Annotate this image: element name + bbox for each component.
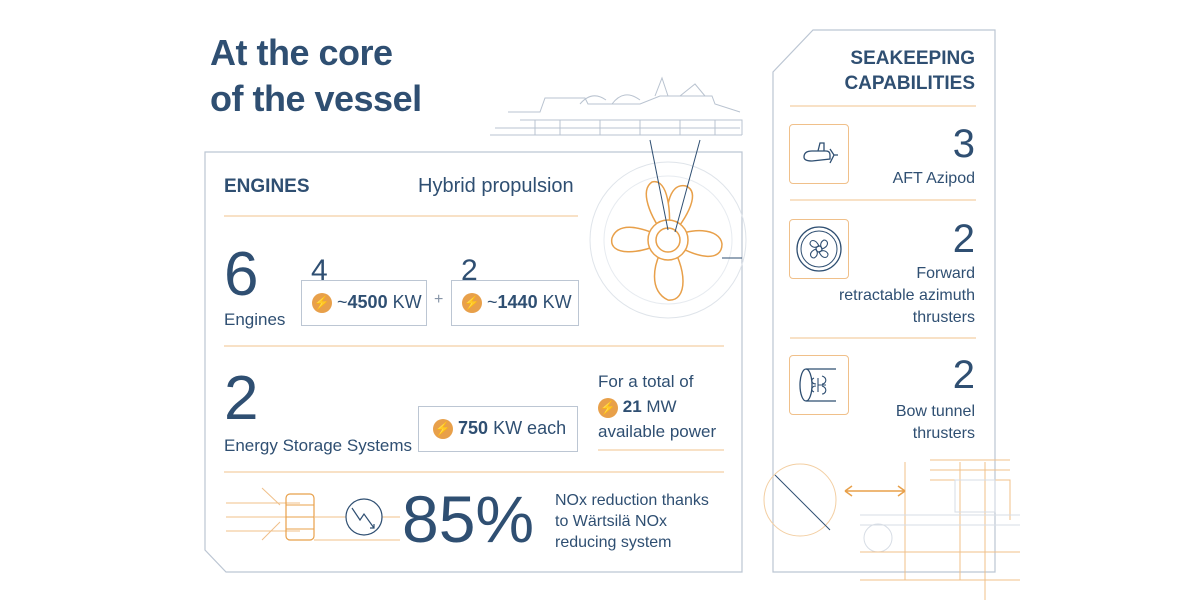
title-line-1: At the core (210, 32, 393, 73)
plus-sign: + (434, 291, 444, 308)
engine-group-2-box: ⚡ ~1440 KW (451, 280, 579, 326)
nox-system-art (226, 487, 400, 541)
seakeeping-item-2-number: 2 (952, 217, 975, 261)
nox-percent: 85% (402, 482, 535, 556)
seakeeping-heading-line-2: CAPABILITIES (844, 73, 975, 94)
seakeeping-item-2-label-line-1: Forward (916, 265, 975, 282)
storage-power-box: ⚡ 750 KW each (418, 406, 578, 452)
nox-description: NOx reduction thanks to Wärtsilä NOx red… (555, 490, 709, 553)
engine-group-2-approx: ~ (487, 292, 498, 312)
engine-group-2-count: 2 (461, 254, 478, 287)
ship-outline-art (490, 76, 743, 136)
azipod-icon (803, 142, 838, 164)
seakeeping-item-1-number: 3 (952, 122, 975, 166)
nox-line-3: reducing system (555, 534, 672, 551)
lightning-icon: ⚡ (462, 293, 482, 314)
lightning-icon: ⚡ (433, 419, 453, 440)
total-power-block: For a total of ⚡ 21 MW available power (598, 369, 716, 444)
storage-power: 750 (458, 418, 489, 438)
tunnel-thruster-icon-box (789, 355, 849, 415)
page-title: At the core of the vessel (210, 30, 422, 122)
nox-line-2: to Wärtsilä NOx (555, 513, 668, 530)
machinery-art (763, 459, 1020, 600)
total-line-1: For a total of (598, 372, 694, 391)
seakeeping-item-3-label: Bow tunnel thrusters (800, 401, 975, 445)
storage-label: Energy Storage Systems (224, 436, 413, 455)
nox-line-1: NOx reduction thanks (555, 492, 709, 509)
seakeeping-item-2-label: Forward retractable azimuth thrusters (800, 263, 975, 329)
lightning-icon: ⚡ (598, 397, 618, 418)
seakeeping-item-1-label: AFT Azipod (892, 170, 975, 187)
engine-group-1-approx: ~ (337, 292, 348, 312)
engine-group-1-count: 4 (311, 254, 328, 287)
fan-thruster-icon (796, 226, 842, 272)
seakeeping-item-2-label-line-2: retractable azimuth (838, 287, 975, 304)
fan-thruster-icon-box (789, 219, 849, 279)
engine-group-1-unit: KW (387, 292, 422, 312)
total-value: 21 (622, 397, 642, 416)
storage-unit: KW each (488, 418, 567, 438)
engine-group-1-power: 4500 (347, 292, 388, 312)
total-unit: MW (641, 397, 677, 416)
propeller-art (589, 139, 747, 319)
engines-count-label: Engines (224, 310, 286, 329)
seakeeping-heading: SEAKEEPING CAPABILITIES (800, 46, 975, 96)
seakeeping-item-2-label-line-3: thrusters (912, 309, 975, 326)
tunnel-thruster-icon (799, 368, 836, 402)
title-line-2: of the vessel (210, 78, 422, 119)
storage-count: 2 (224, 364, 259, 433)
engines-subtitle: Hybrid propulsion (418, 175, 574, 197)
engine-group-1-box: ⚡ ~4500 KW (301, 280, 427, 326)
azipod-icon-box (789, 124, 849, 184)
lightning-icon: ⚡ (312, 293, 332, 314)
seakeeping-item-3-label-line-1: Bow tunnel (895, 403, 975, 420)
engines-count: 6 (224, 240, 259, 309)
seakeeping-heading-line-1: SEAKEEPING (850, 48, 975, 69)
engine-group-2-unit: KW (537, 292, 572, 312)
engine-group-2-power: 1440 (497, 292, 538, 312)
total-line-3: available power (598, 422, 717, 441)
seakeeping-item-3-label-line-2: thrusters (912, 425, 975, 442)
engines-heading: ENGINES (224, 176, 310, 197)
seakeeping-item-3-number: 2 (952, 353, 975, 397)
